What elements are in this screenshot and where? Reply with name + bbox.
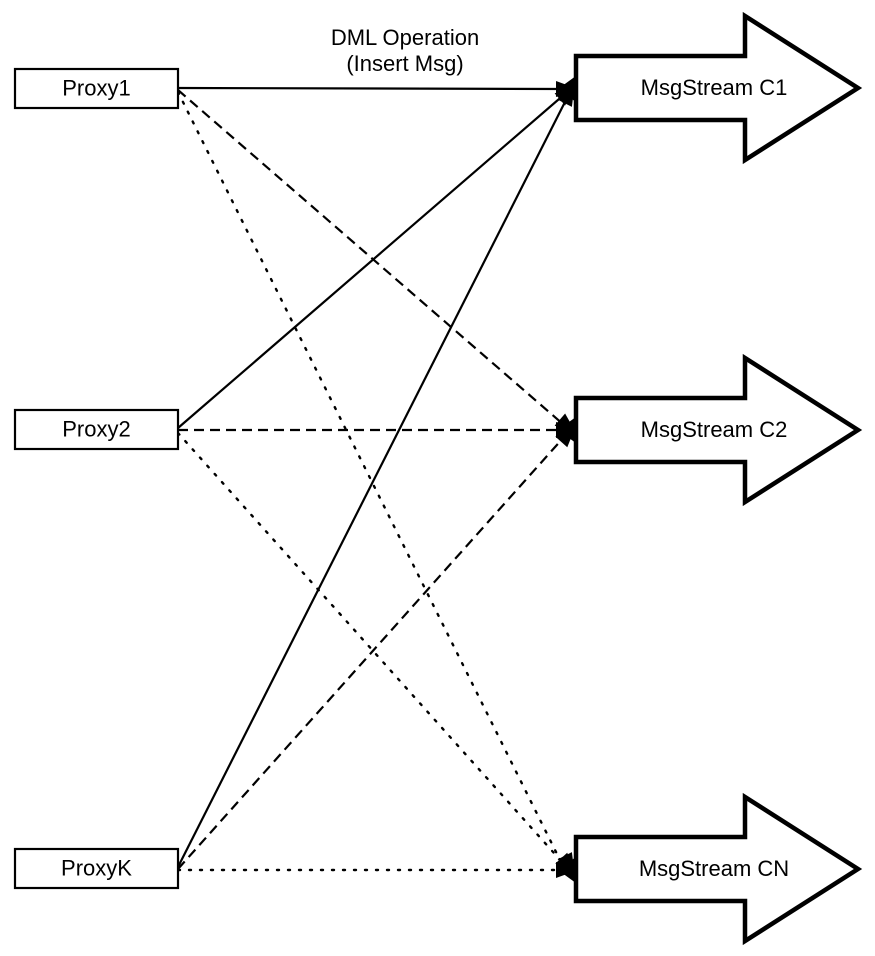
node-proxyk[interactable]: ProxyK xyxy=(13,847,180,890)
proxy-layer: Proxy1 Proxy2 ProxyK xyxy=(13,67,180,890)
dml-operation-label-line1: DML Operation xyxy=(331,25,479,50)
node-proxy1[interactable]: Proxy1 xyxy=(13,67,180,110)
proxy1-box[interactable] xyxy=(13,67,180,110)
edge-proxy2-to-msgstream-c1 xyxy=(177,92,567,429)
node-msgstream-cn[interactable]: MsgStream CN xyxy=(573,792,863,946)
node-proxy2[interactable]: Proxy2 xyxy=(13,408,180,451)
msgstream-cn-label: MsgStream CN xyxy=(639,856,789,881)
msgstream-c1-label: MsgStream C1 xyxy=(641,75,788,100)
proxyk-label: ProxyK xyxy=(61,855,132,880)
proxy2-box[interactable] xyxy=(13,408,180,451)
msgstream-layer: MsgStream C1 MsgStream C2 MsgStream CN xyxy=(573,11,863,946)
msgstream-c2-label: MsgStream C2 xyxy=(641,417,788,442)
arrowhead-layer xyxy=(554,73,580,886)
annotation-layer: DML Operation (Insert Msg) xyxy=(331,25,479,76)
msgstream-c2-arrow-shape[interactable] xyxy=(573,353,863,507)
edge-proxy1-to-msgstream-cn xyxy=(176,90,564,866)
proxy2-label: Proxy2 xyxy=(62,416,130,441)
edge-proxyk-to-msgstream-c1 xyxy=(177,95,569,868)
edge-proxy1-to-msgstream-c2 xyxy=(177,89,565,426)
edge-layer xyxy=(176,86,569,872)
edge-proxyk-to-msgstream-c2 xyxy=(177,436,565,870)
proxyk-box[interactable] xyxy=(13,847,180,890)
node-msgstream-c2[interactable]: MsgStream C2 xyxy=(573,353,863,507)
edge-proxy1-to-msgstream-c1 xyxy=(177,86,567,91)
node-msgstream-c1[interactable]: MsgStream C1 xyxy=(573,11,863,165)
dml-operation-label-line2: (Insert Msg) xyxy=(346,51,463,76)
msgstream-cn-arrow-shape[interactable] xyxy=(573,792,863,946)
msgstream-c1-arrow-shape[interactable] xyxy=(573,11,863,165)
proxy1-label: Proxy1 xyxy=(62,75,130,100)
edge-proxy2-to-msgstream-cn xyxy=(176,431,564,864)
